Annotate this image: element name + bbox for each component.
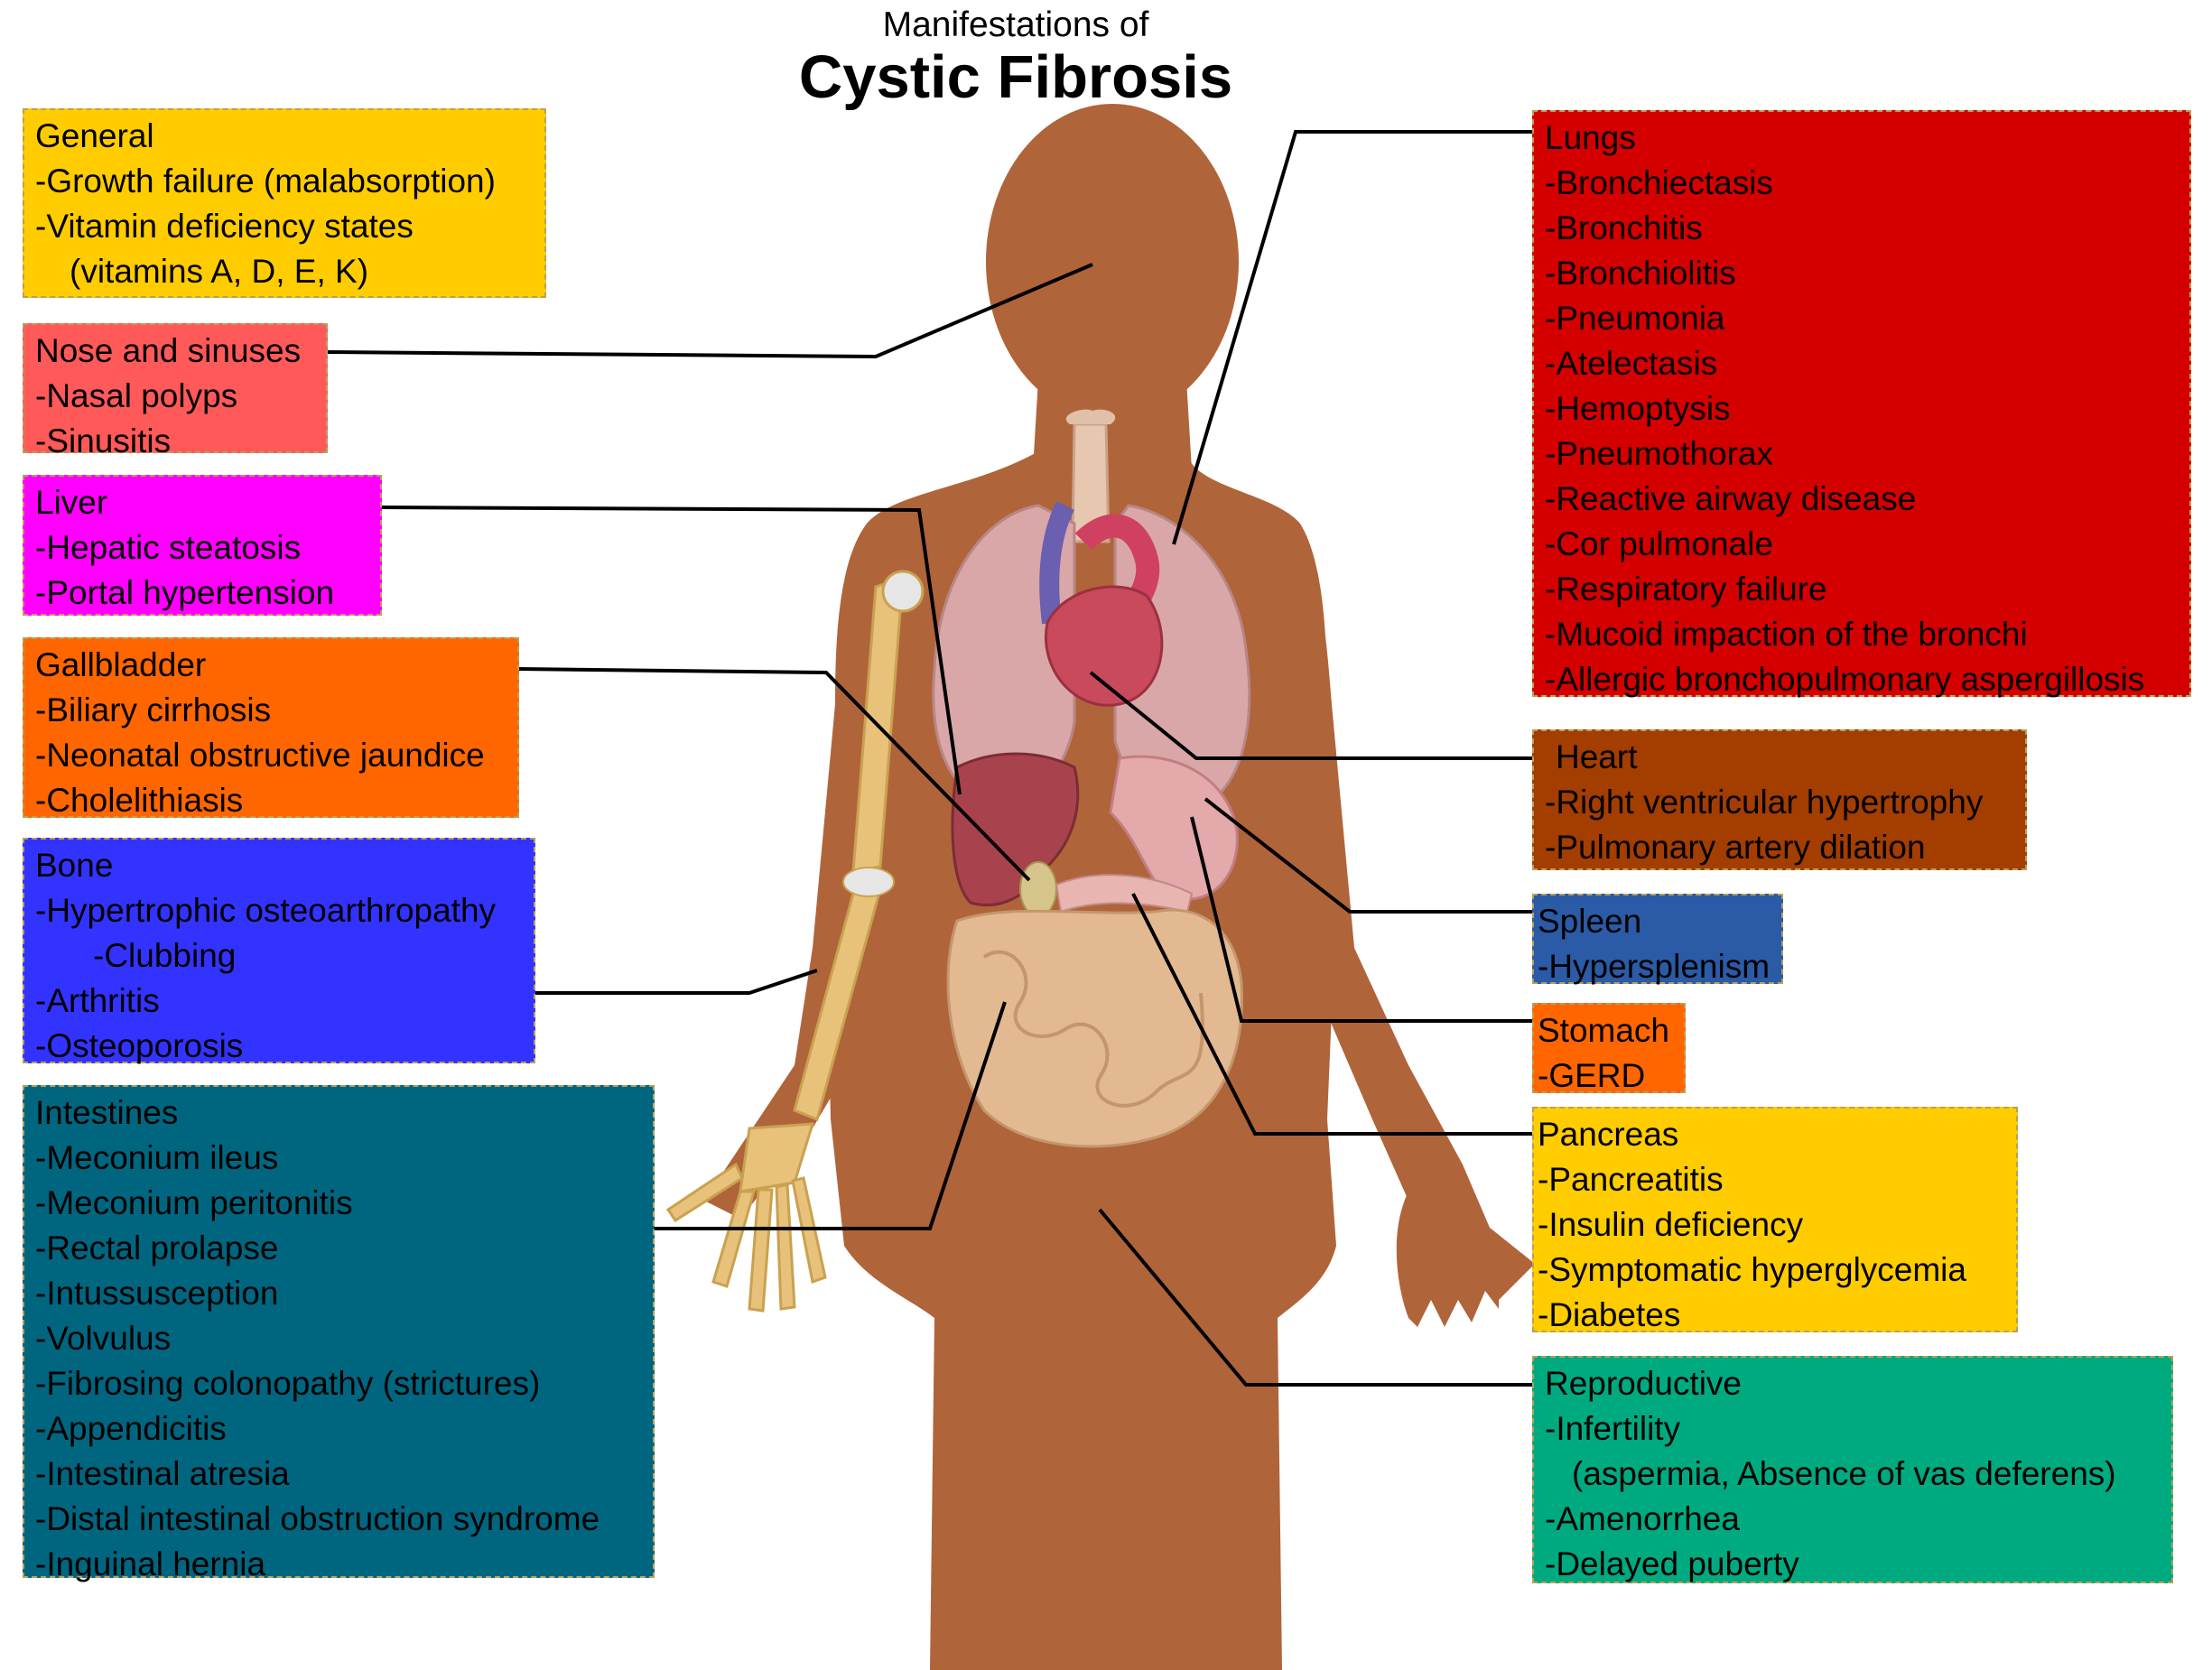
box-gallbladder-item: -Neonatal obstructive jaundice xyxy=(35,737,485,774)
box-pancreas-heading: Pancreas xyxy=(1538,1116,1679,1153)
box-general-item: -Growth failure (malabsorption) xyxy=(35,162,496,199)
title-line-2: Cystic Fibrosis xyxy=(798,43,1233,111)
box-general-item: -Vitamin deficiency states xyxy=(35,208,414,245)
box-reproductive-item: -Infertility xyxy=(1545,1410,1681,1447)
box-spleen-heading: Spleen xyxy=(1538,903,1642,940)
box-pancreas: Pancreas -Pancreatitis -Insulin deficien… xyxy=(1532,1107,2018,1333)
box-bone-item: -Osteoporosis xyxy=(35,1027,244,1064)
box-stomach-item: -GERD xyxy=(1538,1057,1646,1094)
leader-lines xyxy=(324,130,1535,1387)
box-nose-item: -Sinusitis xyxy=(35,422,172,459)
leader-line-bone xyxy=(534,969,818,995)
box-liver-item: -Hepatic steatosis xyxy=(35,529,302,566)
leader-line-liver xyxy=(378,506,962,795)
title-line-1: Manifestations of xyxy=(882,5,1149,44)
box-heart-item: -Right ventricular hypertrophy xyxy=(1545,784,1984,821)
box-intestines-item: -Distal intestinal obstruction syndrome xyxy=(35,1500,600,1537)
box-bone-item: -Clubbing xyxy=(93,937,237,974)
box-intestines-item: -Meconium peritonitis xyxy=(35,1184,353,1221)
box-lungs-item: -Respiratory failure xyxy=(1545,571,1827,608)
box-liver-item: -Portal hypertension xyxy=(35,574,335,611)
leader-line-gallbladder xyxy=(517,667,1031,882)
box-pancreas-item: -Insulin deficiency xyxy=(1538,1206,1804,1243)
box-lungs-item: -Cor pulmonale xyxy=(1545,525,1773,562)
box-gallbladder-heading: Gallbladder xyxy=(35,646,207,683)
box-general-item: (vitamins A, D, E, K) xyxy=(70,253,369,290)
box-intestines: Intestines -Meconium ileus -Meconium per… xyxy=(23,1085,655,1582)
box-lungs-item: -Mucoid impaction of the bronchi xyxy=(1545,616,2028,653)
box-nose-heading: Nose and sinuses xyxy=(35,332,302,369)
box-gallbladder: Gallbladder -Biliary cirrhosis -Neonatal… xyxy=(23,637,519,819)
box-lungs-item: -Hemoptysis xyxy=(1545,390,1731,427)
leader-line-intestines xyxy=(655,1001,1007,1230)
box-gallbladder-item: -Biliary cirrhosis xyxy=(35,691,272,728)
box-liver-heading: Liver xyxy=(35,484,108,521)
box-lungs-item: -Pneumonia xyxy=(1545,300,1725,337)
box-intestines-item: -Appendicitis xyxy=(35,1410,227,1447)
box-lungs-item: -Bronchiectasis xyxy=(1545,164,1773,201)
box-bone: Bone -Hypertrophic osteoarthropathy -Clu… xyxy=(23,838,535,1064)
box-intestines-item: -Volvulus xyxy=(35,1320,172,1357)
box-bone-item: -Hypertrophic osteoarthropathy xyxy=(35,892,497,929)
box-pancreas-item: -Pancreatitis xyxy=(1538,1161,1724,1198)
box-intestines-item: -Rectal prolapse xyxy=(35,1229,279,1266)
leader-line-spleen xyxy=(1204,797,1532,914)
box-heart: Heart -Right ventricular hypertrophy -Pu… xyxy=(1532,729,2027,870)
leader-line-lungs xyxy=(1172,130,1535,545)
leader-line-pancreas xyxy=(1131,893,1532,1136)
box-lungs-item: -Allergic bronchopulmonary aspergillosis xyxy=(1545,661,2145,698)
box-lungs-item: -Pneumothorax xyxy=(1545,435,1773,472)
box-lungs-item: -Bronchitis xyxy=(1545,209,1703,246)
box-spleen-item: -Hypersplenism xyxy=(1538,948,1771,985)
box-reproductive-item: (aspermia, Absence of vas deferens) xyxy=(1572,1455,2116,1492)
box-general: General -Growth failure (malabsorption) … xyxy=(23,108,546,298)
box-lungs-item: -Atelectasis xyxy=(1545,345,1718,382)
box-liver: Liver -Hepatic steatosis -Portal hyperte… xyxy=(23,475,382,616)
box-stomach-heading: Stomach xyxy=(1538,1012,1670,1049)
leader-line-reproductive xyxy=(1098,1208,1532,1387)
box-heart-item: -Pulmonary artery dilation xyxy=(1545,829,1926,866)
box-nose: Nose and sinuses -Nasal polyps -Sinusiti… xyxy=(23,323,328,459)
organs-graphic xyxy=(932,409,1251,1148)
box-intestines-item: -Fibrosing colonopathy (strictures) xyxy=(35,1365,541,1402)
box-bone-heading: Bone xyxy=(35,847,114,884)
box-lungs-item: -Reactive airway disease xyxy=(1545,480,1917,517)
box-lungs-heading: Lungs xyxy=(1545,119,1636,156)
box-reproductive-item: -Amenorrhea xyxy=(1545,1500,1740,1537)
box-stomach: Stomach -GERD xyxy=(1532,1003,1686,1094)
leader-line-heart xyxy=(1089,671,1532,760)
box-intestines-item: -Meconium ileus xyxy=(35,1139,279,1176)
box-general-heading: General xyxy=(35,117,154,154)
box-pancreas-item: -Symptomatic hyperglycemia xyxy=(1538,1251,1966,1288)
box-reproductive-heading: Reproductive xyxy=(1545,1365,1743,1402)
leader-line-stomach xyxy=(1190,816,1532,1023)
box-pancreas-item: -Diabetes xyxy=(1538,1296,1681,1333)
arm-bone-graphic xyxy=(665,570,925,1313)
box-spleen: Spleen -Hypersplenism xyxy=(1532,894,1783,985)
box-intestines-heading: Intestines xyxy=(35,1094,179,1131)
box-lungs: Lungs -Bronchiectasis -Bronchitis -Bronc… xyxy=(1532,110,2191,698)
box-nose-item: -Nasal polyps xyxy=(35,377,238,414)
leader-line-nose xyxy=(324,263,1093,359)
box-intestines-item: -Intestinal atresia xyxy=(35,1455,290,1492)
box-reproductive-item: -Delayed puberty xyxy=(1545,1545,1799,1582)
box-intestines-item: -Intussusception xyxy=(35,1275,279,1312)
box-bone-item: -Arthritis xyxy=(35,982,160,1019)
box-lungs-item: -Bronchiolitis xyxy=(1545,255,1736,292)
box-reproductive: Reproductive -Infertility (aspermia, Abs… xyxy=(1532,1356,2173,1583)
box-intestines-item: -Inguinal hernia xyxy=(35,1545,266,1582)
box-heart-heading: Heart xyxy=(1556,738,1638,775)
box-gallbladder-item: -Cholelithiasis xyxy=(35,782,244,819)
